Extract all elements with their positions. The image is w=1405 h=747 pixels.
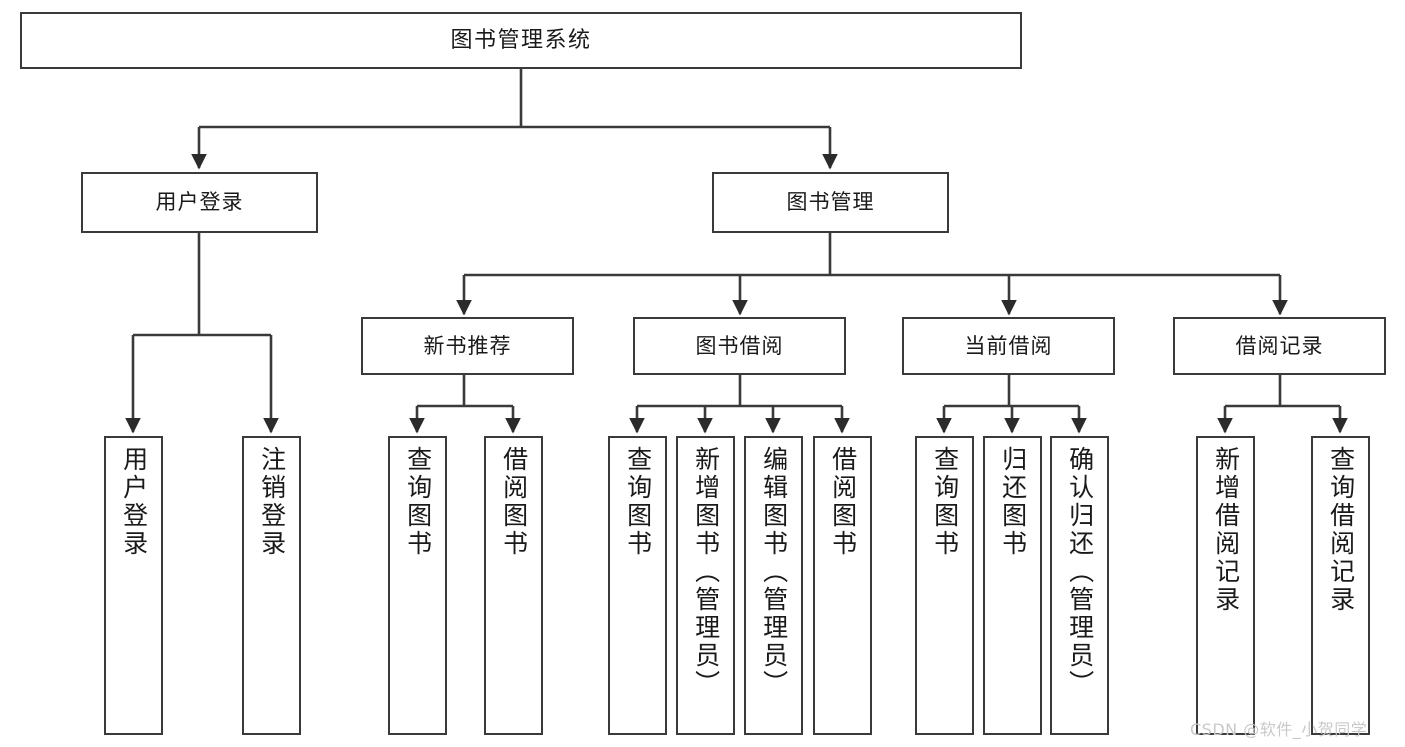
node-current-borrow-label: 当前借阅	[964, 333, 1053, 358]
node-new-book-rec-label: 新书推荐	[423, 333, 512, 358]
node-book-manage-label: 图书管理	[786, 190, 875, 215]
node-leaf-cb-confirm-label: 确认归还（管理员）	[1065, 446, 1095, 698]
watermark: CSDN @软件_小贺同学	[1190, 720, 1368, 739]
node-leaf-bb-borrow[interactable]: 借阅图书	[813, 436, 872, 735]
node-leaf-br-add[interactable]: 新增借阅记录	[1196, 436, 1255, 735]
node-leaf-bb-query-label: 查询图书	[623, 446, 653, 558]
node-leaf-bb-edit[interactable]: 编辑图书（管理员）	[744, 436, 803, 735]
node-leaf-br-query[interactable]: 查询借阅记录	[1311, 436, 1370, 735]
node-leaf-br-add-label: 新增借阅记录	[1211, 446, 1241, 614]
node-root[interactable]: 图书管理系统	[20, 12, 1022, 69]
node-book-manage[interactable]: 图书管理	[712, 172, 949, 233]
node-leaf-user-logout-label: 注销登录	[257, 446, 287, 558]
node-borrow-record[interactable]: 借阅记录	[1173, 317, 1386, 375]
node-leaf-br-query-label: 查询借阅记录	[1326, 446, 1356, 614]
node-leaf-cb-return[interactable]: 归还图书	[983, 436, 1042, 735]
node-leaf-nbr-borrow-label: 借阅图书	[499, 446, 529, 558]
node-leaf-user-login[interactable]: 用户登录	[104, 436, 163, 735]
node-leaf-user-login-label: 用户登录	[119, 446, 149, 558]
node-leaf-bb-add-label: 新增图书（管理员）	[691, 446, 721, 698]
node-book-borrow[interactable]: 图书借阅	[633, 317, 846, 375]
node-user-login-label: 用户登录	[155, 190, 244, 215]
node-leaf-cb-confirm[interactable]: 确认归还（管理员）	[1050, 436, 1109, 735]
node-root-label: 图书管理系统	[450, 27, 592, 53]
node-leaf-bb-borrow-label: 借阅图书	[828, 446, 858, 558]
node-leaf-nbr-query-label: 查询图书	[403, 446, 433, 558]
node-leaf-cb-return-label: 归还图书	[998, 446, 1028, 558]
node-current-borrow[interactable]: 当前借阅	[902, 317, 1115, 375]
node-leaf-user-logout[interactable]: 注销登录	[242, 436, 301, 735]
node-leaf-cb-query[interactable]: 查询图书	[915, 436, 974, 735]
node-new-book-rec[interactable]: 新书推荐	[361, 317, 574, 375]
node-leaf-nbr-query[interactable]: 查询图书	[388, 436, 447, 735]
node-leaf-bb-add[interactable]: 新增图书（管理员）	[676, 436, 735, 735]
node-leaf-nbr-borrow[interactable]: 借阅图书	[484, 436, 543, 735]
node-user-login[interactable]: 用户登录	[81, 172, 318, 233]
node-book-borrow-label: 图书借阅	[695, 333, 784, 358]
node-borrow-record-label: 借阅记录	[1235, 333, 1324, 358]
node-leaf-cb-query-label: 查询图书	[930, 446, 960, 558]
node-leaf-bb-edit-label: 编辑图书（管理员）	[759, 446, 789, 698]
node-leaf-bb-query[interactable]: 查询图书	[608, 436, 667, 735]
